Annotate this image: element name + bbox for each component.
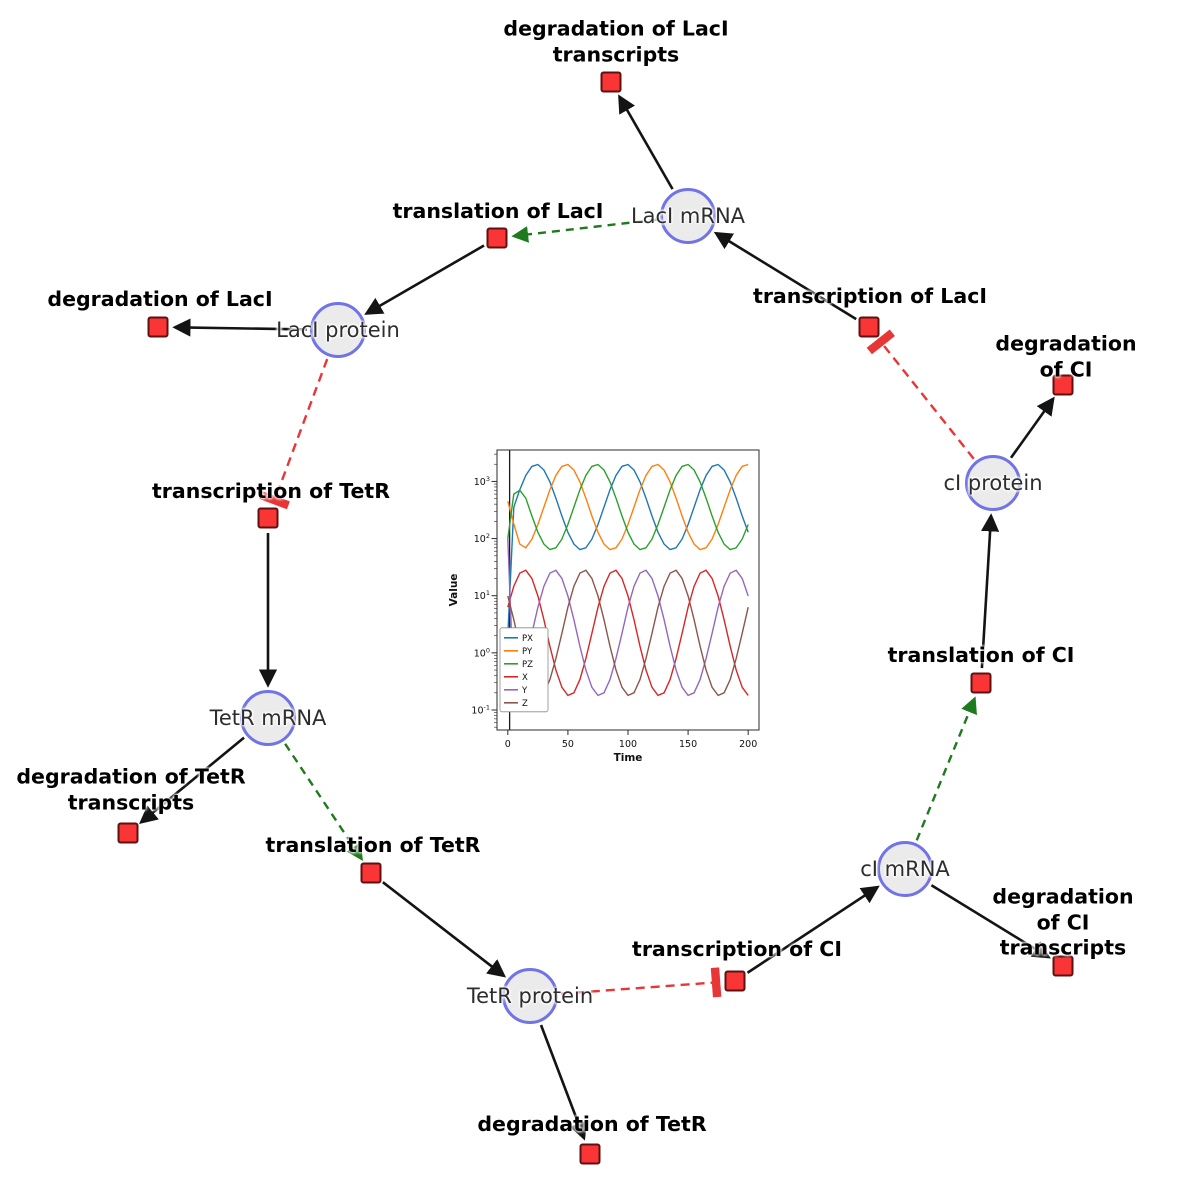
reaction-label-transcr-laci: transcription of LacI [753, 284, 987, 309]
reaction-label-transcr-tetr: transcription of TetR [151, 479, 391, 504]
reaction-node-transcr-laci [858, 316, 880, 338]
chart-series-PX [507, 463, 749, 636]
reaction-node-deg-laci [147, 316, 169, 338]
species-node-ci-protein [965, 455, 1021, 511]
edge-tetr-mrna-to-deg-tetr-transcripts [139, 736, 245, 824]
svg-text:200: 200 [739, 739, 757, 750]
edge-ci-protein-to-transcr-laci [866, 329, 975, 460]
svg-text:50: 50 [562, 739, 574, 750]
reaction-node-transl-tetr [360, 862, 382, 884]
reaction-node-deg-ci [1052, 374, 1074, 396]
svg-text:10-1: 10-1 [471, 704, 490, 717]
edge-tetr-mrna-to-transl-tetr [284, 743, 363, 861]
svg-text:PY: PY [522, 647, 533, 657]
edge-ci-protein-to-deg-ci [1009, 396, 1055, 459]
species-node-laci-protein [310, 302, 366, 358]
svg-text:PX: PX [522, 634, 533, 644]
chart-series-PY [507, 463, 749, 551]
species-label-laci-protein: LacI protein [276, 318, 400, 342]
species-label-tetr-mrna: TetR mRNA [209, 706, 327, 730]
svg-text:0: 0 [505, 739, 511, 750]
chart-y-axis: 10-1 100 101 102 103 [471, 453, 497, 728]
reaction-label-transl-laci: translation of LacI [392, 199, 604, 224]
reaction-label-deg-laci: degradation of LacI [47, 287, 273, 312]
edge-ci-mrna-to-deg-ci-transcripts [930, 884, 1051, 959]
reaction-label-deg-ci: degradation of CI [995, 331, 1137, 381]
species-label-ci-protein: cI protein [943, 471, 1043, 495]
edge-transcr-ci-to-ci-mrna [746, 885, 880, 974]
svg-text:101: 101 [474, 589, 490, 602]
species-node-tetr-protein [502, 968, 558, 1024]
chart-x-axis: 0 50 100 150 200 [505, 730, 757, 750]
reaction-label-transcr-ci: transcription of CI [632, 937, 842, 962]
edge-transl-laci-to-laci-protein [364, 244, 485, 315]
chart-legend: PX PY PZ XYZ [499, 627, 549, 713]
edge-transl-ci-to-ci-protein [980, 513, 1000, 669]
reaction-node-deg-laci-transcripts [600, 71, 622, 93]
svg-text:Z: Z [522, 699, 528, 709]
chart-series [507, 463, 749, 697]
chart-series-PZ [507, 463, 749, 551]
reaction-label-deg-ci-transcripts: degradation of CI transcripts [992, 884, 1134, 960]
svg-text:150: 150 [679, 739, 697, 750]
species-node-ci-mrna [877, 841, 933, 897]
reaction-node-deg-tetr-transcripts [117, 822, 139, 844]
species-label-ci-mrna: cI mRNA [860, 857, 950, 881]
reaction-label-transl-tetr: translation of TetR [265, 833, 481, 858]
reaction-node-deg-ci-transcripts [1052, 955, 1074, 977]
species-node-laci-mrna [660, 188, 716, 244]
edge-tetr-protein-to-transcr-ci [560, 967, 722, 998]
species-label-laci-mrna: LacI mRNA [630, 204, 746, 228]
reaction-node-transcr-tetr [257, 507, 279, 529]
chart-xlabel: Time [614, 752, 643, 764]
svg-text:PZ: PZ [522, 660, 533, 670]
svg-text:102: 102 [474, 532, 490, 545]
species-label-tetr-protein: TetR protein [466, 984, 594, 1008]
chart-ylabel: Value [448, 574, 460, 607]
reaction-node-deg-tetr [579, 1143, 601, 1165]
reaction-label-transl-ci: translation of CI [887, 643, 1075, 668]
reaction-label-deg-tetr-transcripts: degradation of TetR transcripts [16, 764, 246, 814]
reaction-label-deg-tetr: degradation of TetR [477, 1112, 707, 1137]
reaction-label-deg-laci-transcripts: degradation of LacI transcripts [503, 16, 729, 66]
chart-series-Y [507, 538, 749, 697]
svg-text:X: X [522, 673, 528, 683]
edge-ci-mrna-to-transl-ci [915, 696, 977, 841]
reaction-node-transl-ci [970, 672, 992, 694]
edge-laci-protein-to-deg-laci [172, 318, 308, 337]
species-node-tetr-mrna [240, 690, 296, 746]
svg-text:100: 100 [474, 646, 490, 659]
edge-transl-tetr-to-tetr-protein [382, 881, 507, 978]
edge-laci-mrna-to-deg-laci-transcripts [618, 94, 674, 190]
edge-laci-protein-to-transcr-tetr [259, 358, 329, 510]
edge-transcr-laci-to-laci-mrna [713, 231, 857, 321]
svg-text:100: 100 [619, 739, 637, 750]
reaction-node-transcr-ci [724, 970, 746, 992]
svg-text:Y: Y [521, 686, 528, 696]
edge-laci-mrna-to-transl-laci [511, 218, 658, 243]
reaction-node-transl-laci [486, 227, 508, 249]
edge-tetr-protein-to-deg-tetr [539, 1024, 587, 1141]
svg-text:103: 103 [474, 475, 490, 488]
